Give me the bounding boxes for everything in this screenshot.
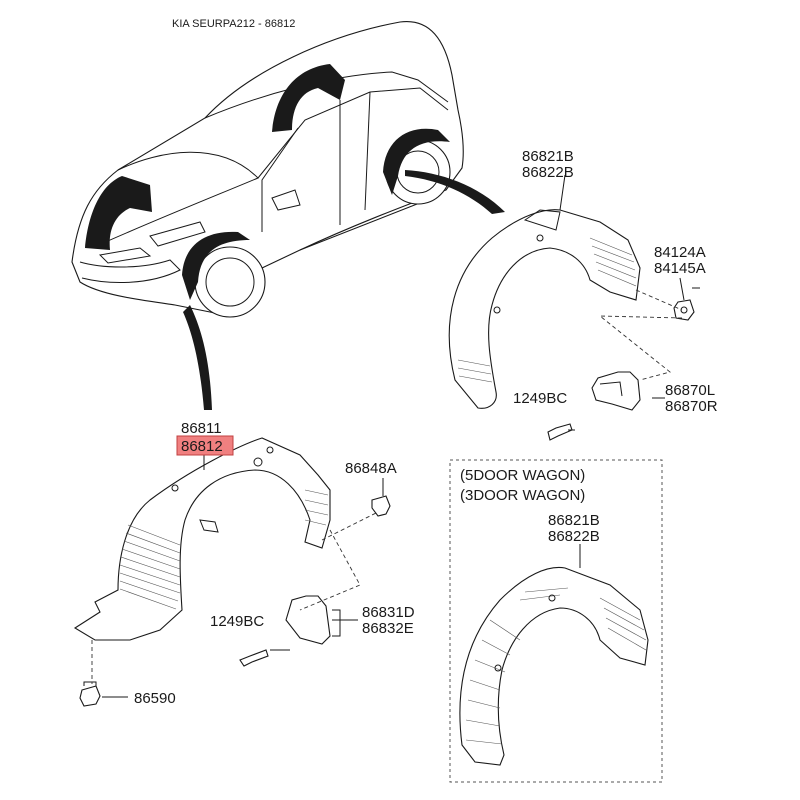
variant-wheel-liner bbox=[459, 566, 649, 766]
callout-rear-liner-1: 86821B bbox=[522, 148, 574, 165]
variant-part-1: 86821B bbox=[548, 512, 600, 529]
rear-wheel-liner bbox=[448, 209, 641, 409]
callout-front-liner-2: 86812 bbox=[181, 438, 223, 455]
callout-front-liner-1: 86811 bbox=[181, 420, 222, 437]
callout-rear-bolt: 1249BC bbox=[513, 390, 567, 407]
variant-line-2: (3DOOR WAGON) bbox=[460, 487, 585, 504]
variant-box bbox=[449, 459, 663, 783]
nut-part bbox=[673, 299, 695, 321]
leader-front bbox=[183, 305, 212, 410]
leader-rear bbox=[405, 170, 505, 214]
screw-part bbox=[79, 681, 101, 707]
front-dashes bbox=[91, 511, 379, 684]
callout-front-mudguard-1: 86831D bbox=[362, 604, 415, 621]
rear-bolt bbox=[547, 423, 573, 441]
callout-screw: 86590 bbox=[134, 690, 176, 707]
callout-nut-2: 84145A bbox=[654, 260, 706, 277]
callout-nut-1: 84124A bbox=[654, 244, 706, 261]
front-bolt bbox=[239, 649, 269, 667]
highlight-box bbox=[176, 435, 234, 456]
callout-front-bolt: 1249BC bbox=[210, 613, 264, 630]
front-wheel-liner bbox=[73, 437, 331, 641]
callout-front-mudguard-2: 86832E bbox=[362, 620, 414, 637]
callout-clip: 86848A bbox=[345, 460, 397, 477]
diagram-title: KIA SEURPA212 - 86812 bbox=[172, 18, 295, 30]
front-mudguard bbox=[285, 595, 331, 645]
clip-part bbox=[371, 495, 391, 517]
variant-part-2: 86822B bbox=[548, 528, 600, 545]
callout-rear-liner-2: 86822B bbox=[522, 164, 574, 181]
callout-rear-mudguard-2: 86870R bbox=[665, 398, 718, 415]
callout-rear-mudguard-1: 86870L bbox=[665, 382, 715, 399]
variant-line-1: (5DOOR WAGON) bbox=[460, 467, 585, 484]
car-illustration bbox=[71, 21, 464, 318]
rear-mudguard bbox=[591, 371, 641, 411]
rear-dashes bbox=[598, 289, 683, 381]
